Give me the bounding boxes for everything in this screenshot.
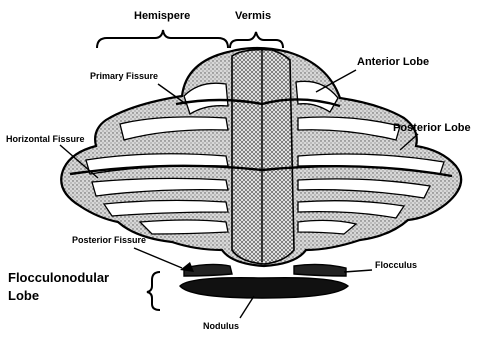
- label-horizontal-fissure: Horizontal Fissure: [6, 134, 85, 144]
- flocculonodular-brace: [147, 272, 160, 310]
- hemisphere-bracket: [97, 30, 228, 48]
- label-primary-fissure: Primary Fissure: [90, 71, 158, 81]
- label-posterior-fissure: Posterior Fissure: [72, 235, 146, 245]
- label-hemisphere: Hemispere: [134, 10, 190, 22]
- flocculus-right: [294, 264, 346, 276]
- label-nodulus: Nodulus: [203, 321, 239, 331]
- nodulus-band: [180, 278, 348, 298]
- label-flocculonodular-line1: Flocculonodular: [8, 270, 109, 285]
- label-posterior-lobe: Posterior Lobe: [393, 122, 471, 134]
- label-anterior-lobe: Anterior Lobe: [357, 56, 429, 68]
- vermis-bracket: [230, 32, 283, 48]
- label-vermis: Vermis: [235, 10, 271, 22]
- posterior-fissure-marker: [180, 262, 194, 272]
- vermis-strip: [232, 50, 294, 264]
- label-flocculus: Flocculus: [375, 260, 417, 270]
- label-flocculonodular-line2: Lobe: [8, 288, 39, 303]
